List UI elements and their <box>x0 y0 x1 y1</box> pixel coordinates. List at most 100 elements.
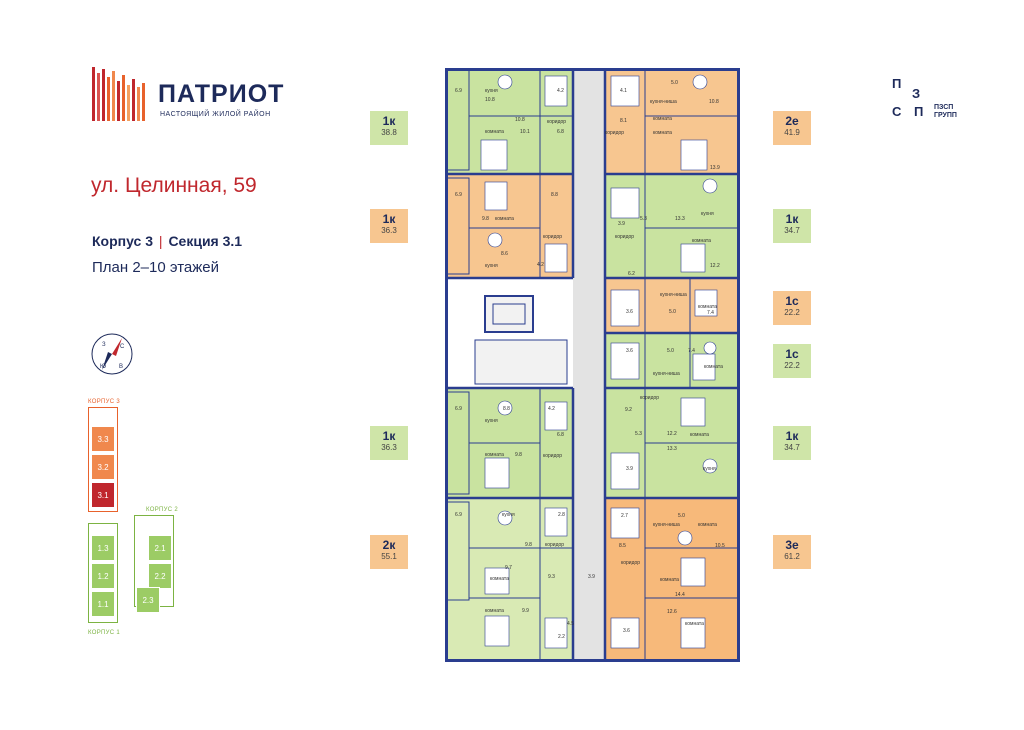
room-label: коридор <box>543 234 563 240</box>
dev-letter-3: С <box>892 104 902 119</box>
room-label: 6.2 <box>628 271 635 277</box>
room-label: 8.8 <box>503 406 510 412</box>
room-label: 4.1 <box>620 88 627 94</box>
room-label: 12.2 <box>710 263 720 269</box>
room-label: 6.9 <box>455 192 462 198</box>
scheme-korpus2-label: КОРПУС 2 <box>146 507 178 513</box>
room-label: 3.9 <box>626 466 633 472</box>
room-label: 12.6 <box>667 609 677 615</box>
compass-e: В <box>119 364 123 370</box>
room-label: кухня <box>502 512 515 518</box>
room-label: комната <box>692 238 711 244</box>
room-label: 2.8 <box>558 512 565 518</box>
room-label: 10.8 <box>515 117 525 123</box>
room-label: комната <box>490 576 509 582</box>
room-label: 4.2 <box>548 406 555 412</box>
room-label: коридор <box>621 560 641 566</box>
floor-plan: кухня 10.8 4.2 10.8 комната 10.1 6.8 коридор 6.9… <box>445 68 740 662</box>
apt-area: 22.2 <box>784 308 800 317</box>
room-label: 13.3 <box>675 216 685 222</box>
room-label: коридор <box>615 234 635 240</box>
patriot-logo-icon <box>92 67 145 121</box>
apt-badge-left-4: 2к 55.1 <box>370 535 408 569</box>
room-label: комната <box>685 621 704 627</box>
room-label: коридор <box>640 395 660 401</box>
compass-s: Ю <box>100 364 106 370</box>
room-label: кухня <box>485 88 498 94</box>
apt-type: 3е <box>785 538 799 552</box>
apt-type: 1к <box>785 429 799 443</box>
room-label: кухня <box>703 466 716 472</box>
compass-n: С <box>120 344 125 350</box>
address: ул. Целинная, 59 <box>91 174 257 197</box>
apt-area: 36.3 <box>381 443 397 452</box>
room-label: комната <box>495 216 514 222</box>
room-label: комната <box>653 116 672 122</box>
room-label: 5.0 <box>678 513 685 519</box>
room-label: 9.9 <box>522 608 529 614</box>
room-label: комната <box>485 452 504 458</box>
room-label: 9.3 <box>548 574 555 580</box>
apt-badge-right-6: 3е 61.2 <box>773 535 811 569</box>
block-1-3: 1.3 <box>91 535 115 561</box>
dev-letter-2: З <box>912 86 921 101</box>
room-label: 10.8 <box>485 97 495 103</box>
room-label: комната <box>660 577 679 583</box>
apt-area: 34.7 <box>784 226 800 235</box>
room-label: 3.9 <box>588 574 595 580</box>
room-label: 2.7 <box>621 513 628 519</box>
room-label: 6.8 <box>557 432 564 438</box>
room-label: 5.0 <box>671 80 678 86</box>
developer-logo: П З С П ПЗСП ГРУПП <box>890 74 960 134</box>
room-label: 8.8 <box>551 192 558 198</box>
room-label: кухня <box>485 418 498 424</box>
room-label: 5.0 <box>669 309 676 315</box>
korpus-label: Корпус 3 <box>92 233 154 249</box>
apt-area: 41.9 <box>784 128 800 137</box>
room-label: 9.2 <box>625 407 632 413</box>
developer-name: ПЗСП ГРУПП <box>934 104 957 119</box>
room-label: 9.8 <box>515 452 522 458</box>
room-label: 6.9 <box>455 406 462 412</box>
room-label: 4.5 <box>567 621 574 627</box>
room-label: кухня <box>701 211 714 217</box>
room-label: 12.2 <box>667 431 677 437</box>
room-label: кухня-ниша <box>660 292 687 298</box>
korpus1-frame <box>88 523 118 623</box>
room-label: 8.6 <box>501 251 508 257</box>
room-label: коридор <box>547 119 567 125</box>
room-label: 9.7 <box>505 565 512 571</box>
room-label: 5.3 <box>640 216 647 222</box>
building-line: Корпус 3 | Секция 3.1 <box>92 233 242 249</box>
room-label: 9.8 <box>482 216 489 222</box>
apt-area: 36.3 <box>381 226 397 235</box>
block-3-2: 3.2 <box>91 454 115 480</box>
apt-badge-right-5: 1к 34.7 <box>773 426 811 460</box>
apt-area: 22.2 <box>784 361 800 370</box>
apt-type: 1с <box>785 294 799 308</box>
room-label: 10.1 <box>520 129 530 135</box>
room-label: 7.4 <box>707 310 714 316</box>
room-label: 3.6 <box>626 348 633 354</box>
brand-subtitle: НАСТОЯЩИЙ ЖИЛОЙ РАЙОН <box>160 111 271 118</box>
room-label: кухня-ниша <box>653 371 680 377</box>
room-label: комната <box>653 130 672 136</box>
apt-area: 61.2 <box>784 552 800 561</box>
room-label: 14.4 <box>675 592 685 598</box>
dev-letter-4: П <box>914 104 924 119</box>
block-1-2: 1.2 <box>91 563 115 589</box>
block-3-3: 3.3 <box>91 426 115 452</box>
block-1-1: 1.1 <box>91 591 115 617</box>
block-2-2: 2.2 <box>148 563 172 589</box>
room-label: 3.6 <box>626 309 633 315</box>
floor-plan-drawing <box>445 68 740 662</box>
apt-badge-right-2: 1к 34.7 <box>773 209 811 243</box>
apt-area: 34.7 <box>784 443 800 452</box>
korpus3-frame <box>88 407 118 512</box>
room-label: 9.8 <box>525 542 532 548</box>
scheme-korpus3-label: КОРПУС 3 <box>88 399 120 405</box>
block-3-1: 3.1 <box>91 482 115 508</box>
apt-area: 55.1 <box>381 552 397 561</box>
room-label: 3.9 <box>618 221 625 227</box>
apt-badge-right-1: 2е 41.9 <box>773 111 811 145</box>
